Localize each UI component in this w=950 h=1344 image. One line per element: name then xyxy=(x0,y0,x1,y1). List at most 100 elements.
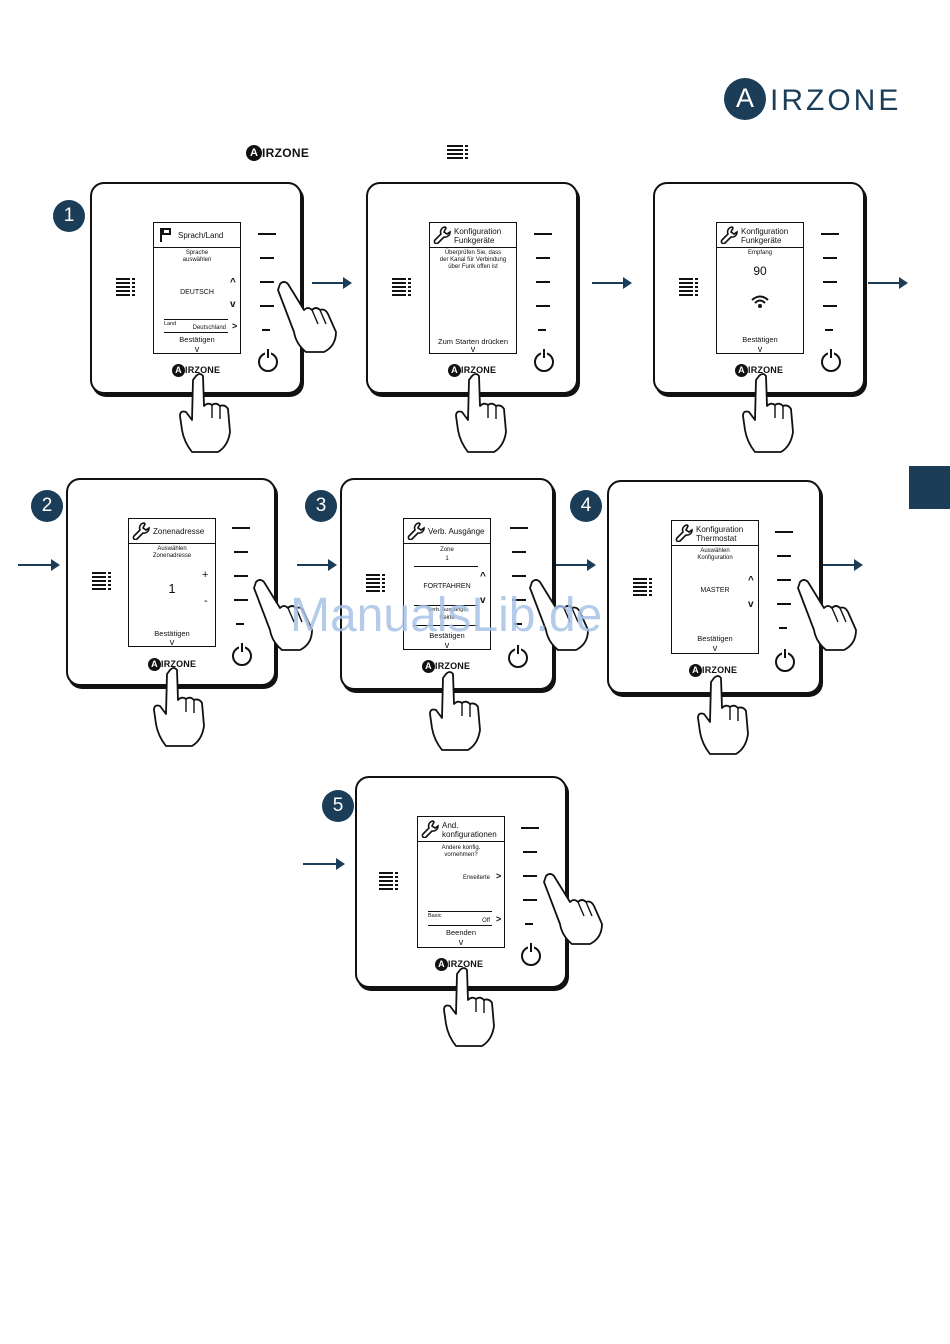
chevron-down-icon: v xyxy=(712,643,718,653)
divider xyxy=(414,625,478,626)
button-dash[interactable] xyxy=(823,281,837,283)
button-dash[interactable] xyxy=(262,329,270,331)
button-dash[interactable] xyxy=(234,551,248,553)
button-dash[interactable] xyxy=(823,257,837,259)
step-badge-2: 2 xyxy=(31,490,63,522)
button-dash[interactable] xyxy=(525,923,533,925)
power-icon[interactable] xyxy=(821,349,841,372)
button-dash[interactable] xyxy=(536,305,550,307)
screen-title: Zonenadresse xyxy=(153,527,205,536)
button-dash[interactable] xyxy=(236,623,244,625)
power-icon[interactable] xyxy=(534,349,554,372)
button-dash[interactable] xyxy=(779,627,787,629)
step-badge-3: 3 xyxy=(305,490,337,522)
field-label: Land xyxy=(164,321,177,327)
chevron-down-icon: v xyxy=(444,640,450,650)
confirm-label: Bestätigen xyxy=(179,335,215,344)
button-dash[interactable] xyxy=(260,257,274,259)
screen-title: Sprach/Land xyxy=(178,231,224,240)
screen-text: Sprache xyxy=(185,250,209,256)
flow-arrow xyxy=(592,277,632,289)
screen-text: Empfang xyxy=(747,250,772,256)
button-dash[interactable] xyxy=(777,579,791,581)
menu-icon xyxy=(679,278,699,296)
button-dash[interactable] xyxy=(823,305,837,307)
pointing-hand-icon xyxy=(153,667,205,747)
thermostat-device-1: Sprach/Land Sprache auswählen DEUTSCH ^ … xyxy=(90,182,302,394)
chevron-right-icon: > xyxy=(496,871,502,881)
screen-title-bar: And.konfigurationen xyxy=(418,817,504,842)
power-icon[interactable] xyxy=(521,943,541,966)
button-dash[interactable] xyxy=(523,899,537,901)
button-dash[interactable] xyxy=(825,329,833,331)
power-icon[interactable] xyxy=(508,645,528,668)
advanced-option: Erweiterte xyxy=(462,875,490,881)
section-tab xyxy=(909,466,950,509)
pointing-hand-icon xyxy=(429,671,481,751)
button-dash[interactable] xyxy=(258,233,276,235)
flow-arrow xyxy=(868,277,908,289)
power-icon[interactable] xyxy=(258,349,278,372)
button-dash[interactable] xyxy=(260,305,274,307)
screen-text: 1 xyxy=(445,556,449,562)
plus-icon: + xyxy=(202,569,209,581)
button-dash[interactable] xyxy=(514,623,522,625)
button-dash[interactable] xyxy=(523,851,537,853)
button-dash[interactable] xyxy=(510,527,528,529)
screen-text: auswählen xyxy=(182,257,212,263)
power-icon[interactable] xyxy=(775,649,795,672)
pointing-hand-icon xyxy=(443,967,495,1047)
confirm-label: Bestätigen xyxy=(154,629,190,638)
screen-text: Zonenadresse xyxy=(152,553,192,559)
confirm-label: Bestätigen xyxy=(742,335,778,344)
screen-title: Verb. Ausgänge xyxy=(428,527,485,536)
button-dash[interactable] xyxy=(521,827,539,829)
button-dash[interactable] xyxy=(775,531,793,533)
button-dash[interactable] xyxy=(536,257,550,259)
button-dash[interactable] xyxy=(534,233,552,235)
screen-text: der Kanal für Verbindung xyxy=(439,257,507,263)
field-value: Keine xyxy=(439,615,455,621)
menu-icon xyxy=(392,278,412,296)
device-screen: Zonenadresse Auswählen Zonenadresse 1 + … xyxy=(128,518,216,647)
device-screen: Sprach/Land Sprache auswählen DEUTSCH ^ … xyxy=(153,222,241,354)
button-dash[interactable] xyxy=(260,281,274,283)
power-icon[interactable] xyxy=(232,643,252,666)
menu-icon xyxy=(92,572,112,590)
thermostat-mode-value: MASTER xyxy=(700,587,730,594)
button-dash[interactable] xyxy=(234,599,248,601)
button-dash[interactable] xyxy=(232,527,250,529)
button-dash[interactable] xyxy=(512,551,526,553)
button-dash[interactable] xyxy=(536,281,550,283)
button-dash[interactable] xyxy=(821,233,839,235)
flow-arrow xyxy=(303,858,345,870)
logo-mark: A xyxy=(724,78,766,120)
button-dash[interactable] xyxy=(538,329,546,331)
button-dash[interactable] xyxy=(777,555,791,557)
chevron-right-icon: > xyxy=(232,321,238,331)
confirm-label: Bestätigen xyxy=(429,631,465,640)
chevron-down-icon: v xyxy=(458,937,464,947)
button-dash[interactable] xyxy=(777,603,791,605)
screen-text: Auswählen xyxy=(700,548,730,554)
screen-title-bar: Zonenadresse xyxy=(129,519,215,544)
flag-icon xyxy=(160,228,171,242)
button-dash[interactable] xyxy=(234,575,248,577)
chevron-up-icon: ^ xyxy=(230,277,236,288)
divider xyxy=(414,605,478,606)
screen-title-bar: Verb. Ausgänge xyxy=(404,519,490,544)
button-dash[interactable] xyxy=(512,575,526,577)
button-dash[interactable] xyxy=(523,875,537,877)
button-dash[interactable] xyxy=(512,599,526,601)
confirm-label: Bestätigen xyxy=(697,634,733,643)
